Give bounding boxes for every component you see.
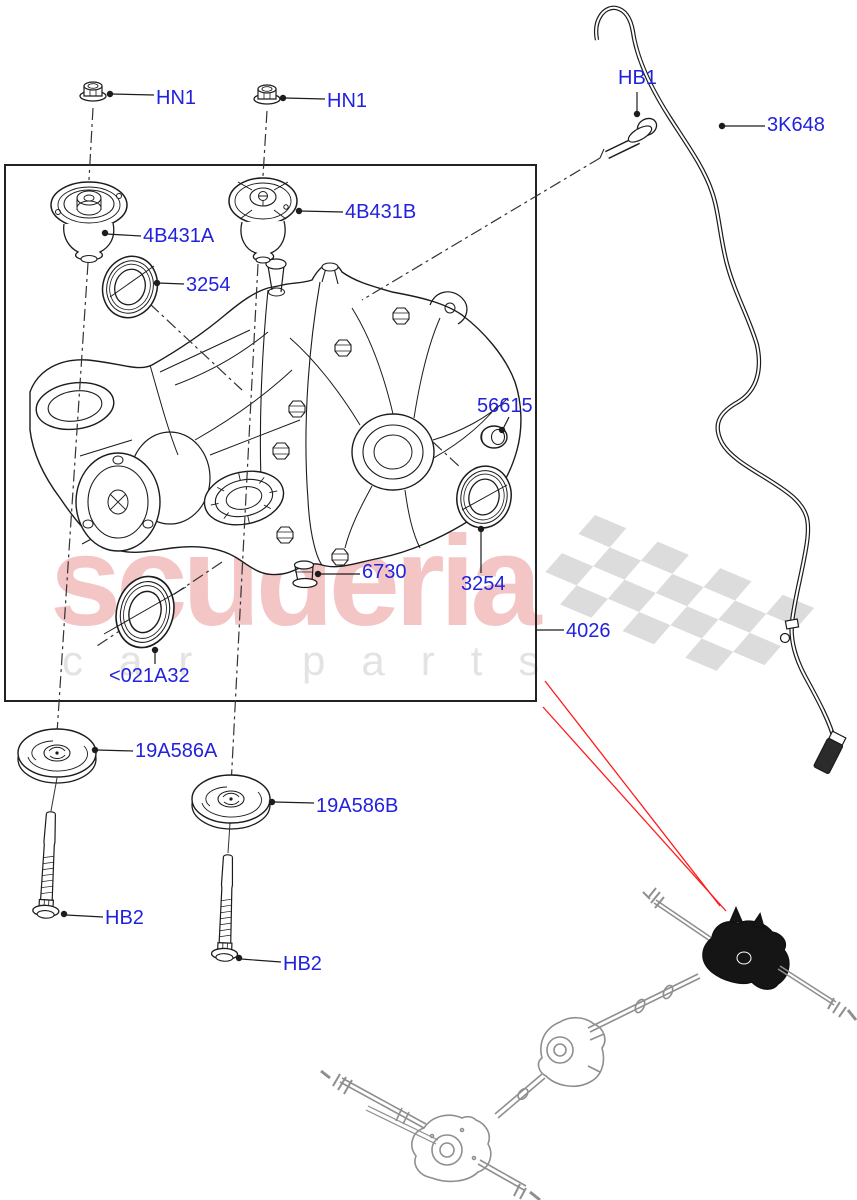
seal-3254-top [93,248,167,326]
part-label-4026[interactable]: 4026 [566,620,611,642]
differential-housing [29,258,522,576]
sensor-cable-3k648 [593,5,847,775]
breather-bolt [265,258,287,297]
part-label-56615[interactable]: 56615 [477,395,533,417]
part-label-19a586a[interactable]: 19A586A [135,740,218,762]
seal-3254-right [450,460,518,534]
part-label-3k648[interactable]: 3K648 [767,114,825,136]
assembly-axis-lines [56,107,601,787]
drivetrain-thumbnail [320,887,857,1200]
seal-021a32 [103,569,187,655]
part-label-19a586b[interactable]: 19A586B [316,795,399,817]
bolt-hb1 [599,117,658,160]
part-label-4b431b[interactable]: 4B431B [345,201,417,223]
part-label-hn1-right[interactable]: HN1 [327,90,368,112]
part-label-4b431a[interactable]: 4B431A [143,225,215,247]
part-label-hb2-right[interactable]: HB2 [283,953,322,975]
flange-nut-hn1-right [253,84,281,105]
highlight-leader-lines [542,680,727,912]
part-label-hn1-left[interactable]: HN1 [156,87,197,109]
part-label-3254-right[interactable]: 3254 [461,573,506,595]
mount-insulator-4b431b [228,177,298,264]
part-label-021a32[interactable]: <021A32 [109,665,190,687]
cable-connector [813,730,847,775]
drain-plug-6730 [292,560,318,589]
mount-insulator-4b431a [50,181,128,264]
watermark-checkered-flag [545,515,815,671]
part-label-hb2-left[interactable]: HB2 [105,907,144,929]
damper-19a586a [17,728,97,784]
watermark-word-parts: parts [302,637,576,684]
watermark-word-car: car [62,637,229,684]
rear-differential-highlight [702,920,790,990]
flange-nut-hn1-left [79,81,107,102]
parts-group-box [4,164,537,702]
bolt-hb2-right [210,853,242,963]
label-leader-lines [60,90,765,963]
bolt-hb2-left [31,810,65,920]
part-label-hb1[interactable]: HB1 [618,67,657,89]
part-label-3254-top[interactable]: 3254 [186,274,231,296]
damper-19a586b [191,774,271,830]
part-label-6730[interactable]: 6730 [362,561,407,583]
